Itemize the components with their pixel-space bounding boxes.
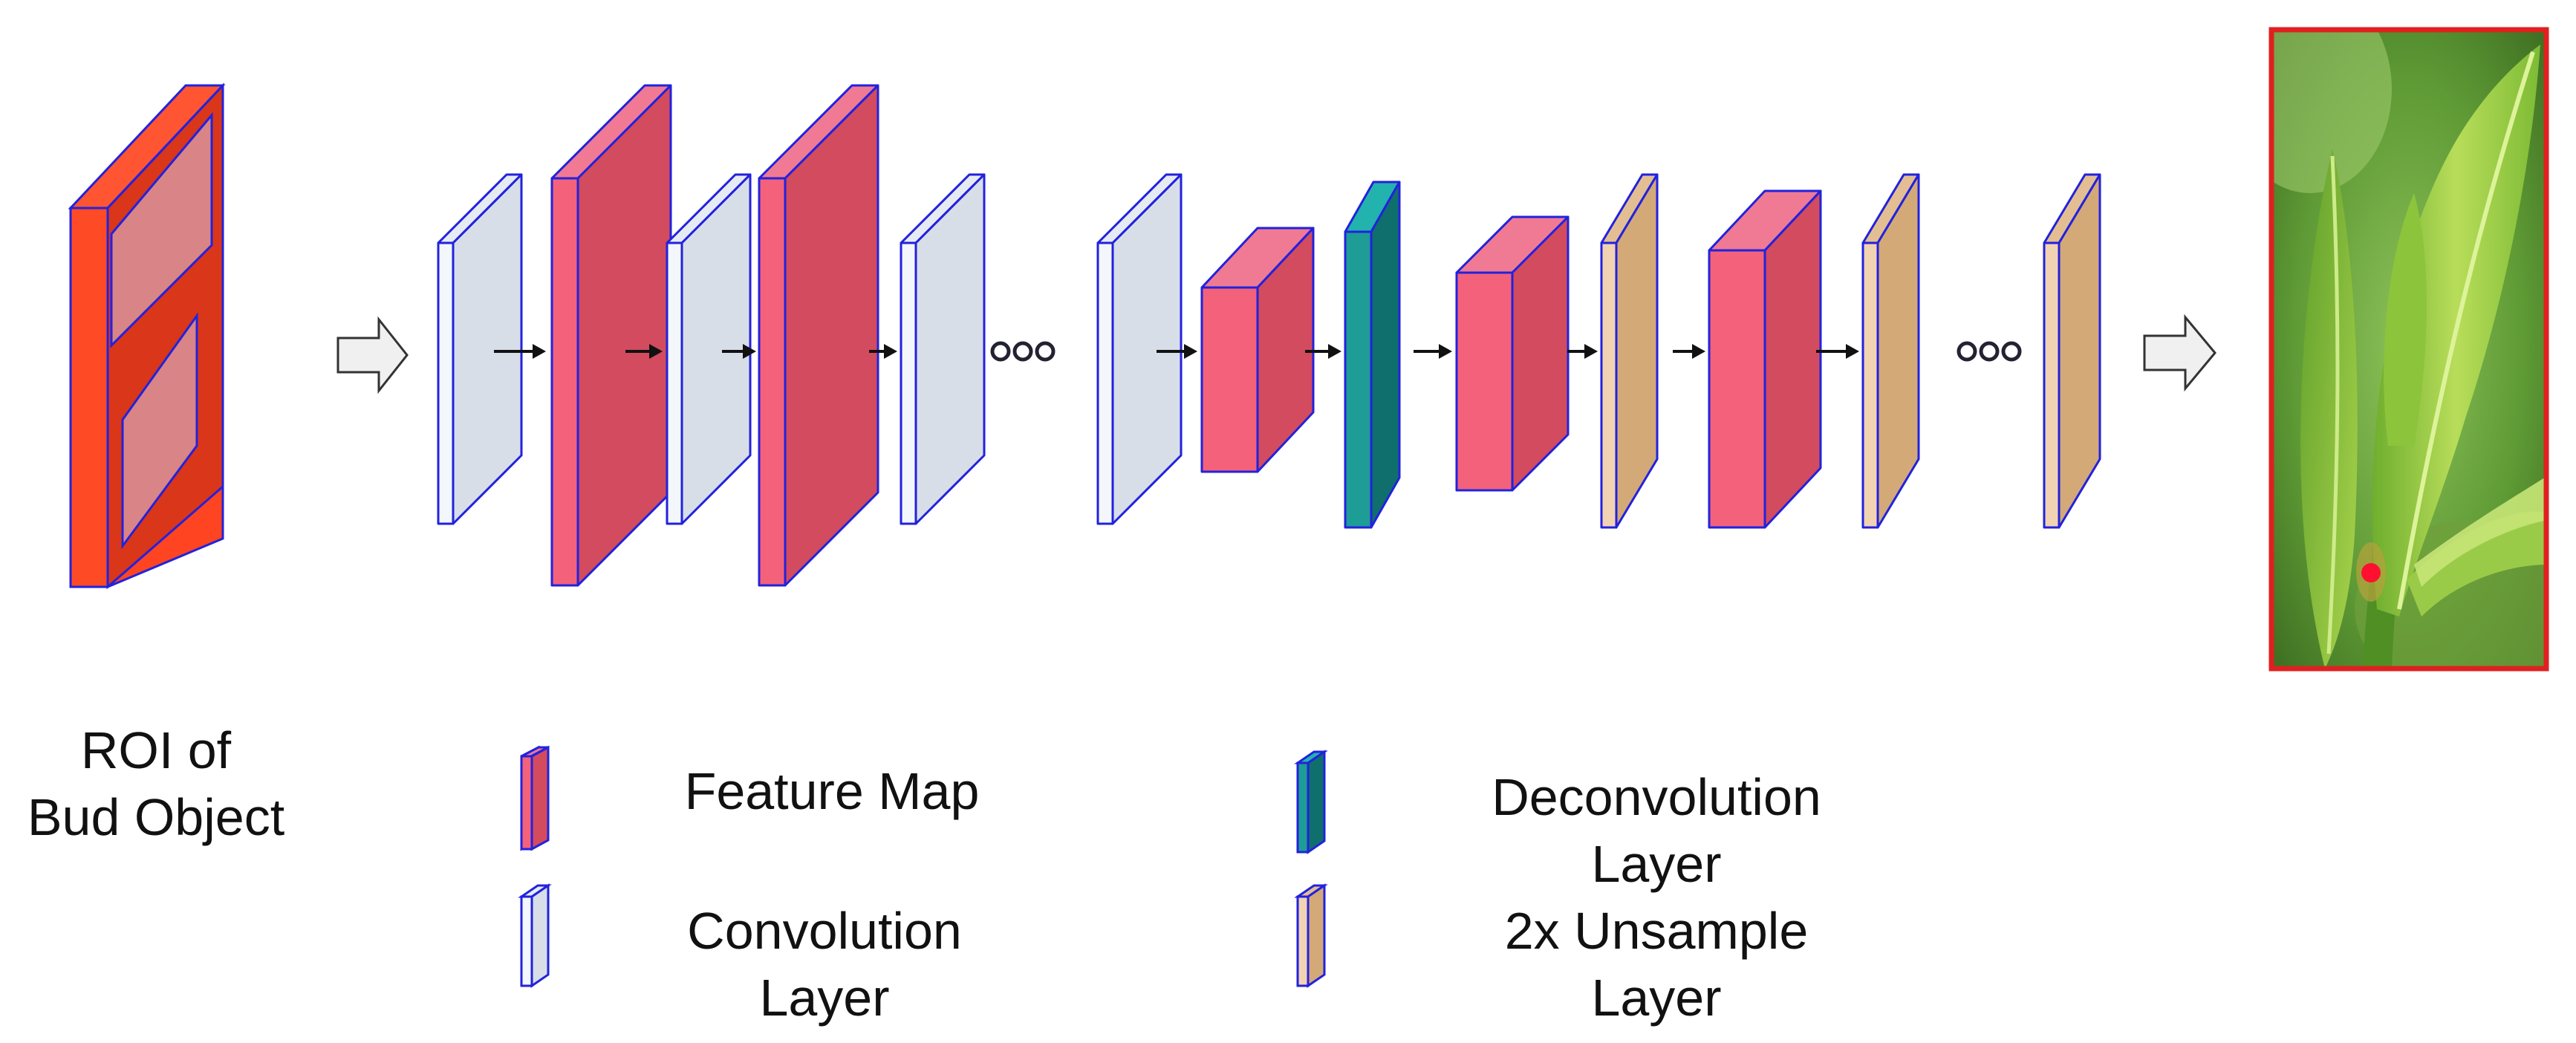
upsample-layer-block — [1600, 173, 1659, 529]
upsample-layer-front-face — [1600, 241, 1618, 529]
legend-swatch-convolution — [518, 883, 552, 988]
legend-label-deconvolution: Deconvolution Layer — [1492, 768, 1821, 893]
feature-layer-front-face — [758, 177, 787, 587]
connection-arrow-icon — [1414, 344, 1452, 359]
connection-arrow-icon — [869, 344, 897, 359]
detected-point-marker — [2361, 563, 2381, 582]
feature-layer-front-face — [1200, 286, 1259, 473]
conv-layer-front-face — [900, 241, 917, 525]
upsample-layer-block — [1861, 173, 1920, 529]
upsample-layer-block — [2043, 173, 2101, 529]
ellipsis-icon — [1957, 341, 2022, 362]
legend-label-upsample: 2x Unsample Layer — [1504, 902, 1809, 1027]
feature-layer-block — [1455, 215, 1570, 492]
feature-layer-side-face — [1763, 189, 1822, 529]
upsample-layer-front-face — [1861, 241, 1879, 529]
legend-label-convolution: Convolution Layer — [687, 902, 962, 1027]
network-layers — [437, 84, 2101, 587]
connection-arrow-icon — [1157, 344, 1197, 359]
feature-layer-block — [550, 84, 672, 587]
feature-layer-block — [1708, 189, 1822, 529]
connection-arrow-icon — [1673, 344, 1705, 359]
legend-label-feature-map: Feature Map — [684, 762, 980, 820]
upsample-layer-front-face — [2043, 241, 2061, 529]
connection-arrow-icon — [722, 344, 756, 359]
output-arrow-icon — [2143, 313, 2216, 392]
connection-arrow-icon — [1567, 344, 1598, 359]
connection-arrow-icon — [1305, 344, 1341, 359]
legend-swatch-deconvolution — [1294, 750, 1328, 854]
conv-layer-front-face — [666, 241, 683, 525]
connection-arrow-icon — [1816, 344, 1859, 359]
roi-input-block — [68, 82, 226, 590]
deconv-layer-front-face — [1344, 230, 1373, 529]
ellipsis-icon — [990, 341, 1056, 362]
conv-layer-block — [1096, 173, 1183, 525]
legend-swatch-feature-map — [520, 745, 550, 851]
feature-layer-block — [758, 84, 879, 587]
conv-layer-front-face — [437, 241, 455, 525]
feature-layer-front-face — [1708, 249, 1766, 529]
conv-layer-block — [437, 173, 523, 525]
deconv-layer-side-face — [1370, 181, 1401, 529]
feature-layer-block — [1200, 227, 1315, 473]
feature-layer-front-face — [1455, 271, 1514, 492]
conv-layer-front-face — [1096, 241, 1114, 525]
legend-swatch-upsample — [1294, 883, 1328, 988]
output-leaf-image — [2268, 27, 2549, 672]
connection-arrow-icon — [625, 344, 663, 359]
input-arrow-icon — [336, 316, 409, 394]
connection-arrow-icon — [494, 344, 546, 359]
deconv-layer-block — [1344, 181, 1401, 529]
conv-layer-block — [900, 173, 986, 525]
input-label: ROI of Bud Object — [27, 721, 285, 846]
feature-layer-front-face — [550, 177, 579, 587]
conv-layer-block — [666, 173, 752, 525]
